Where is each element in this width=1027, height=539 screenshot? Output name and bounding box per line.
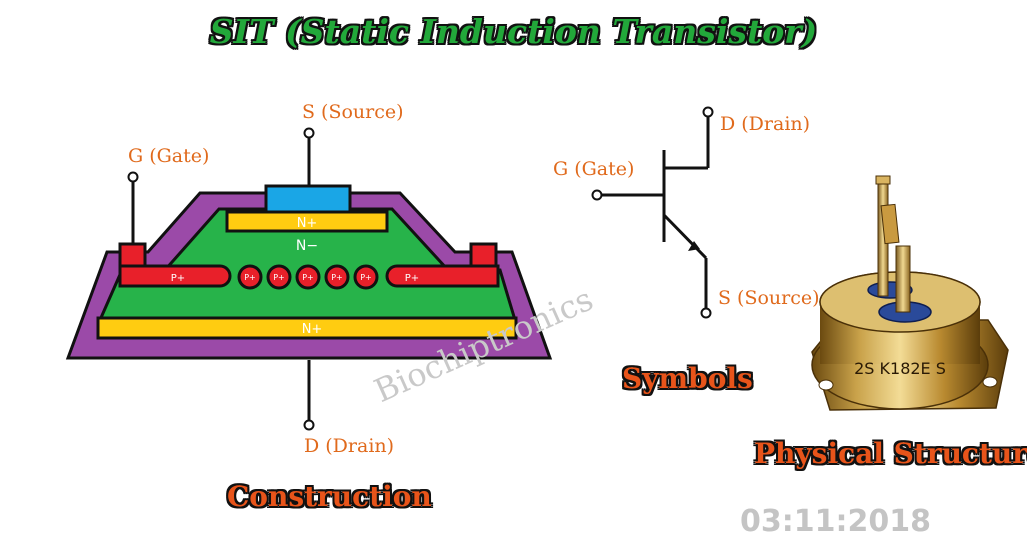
- symbol-gate-terminal: [591, 189, 603, 201]
- n-plus-drain-layer: [96, 316, 518, 340]
- symbol-gate-label: G (Gate): [553, 158, 635, 180]
- lead-pin: [895, 245, 911, 313]
- part-marking: 2S K182E S: [854, 359, 946, 378]
- symbol-source-line: [662, 213, 708, 260]
- p-plus-left-label: P+: [171, 273, 185, 284]
- symbols-caption: Symbols: [622, 362, 753, 395]
- date-stamp: 03:11:2018: [740, 504, 931, 539]
- p-plus-island-label: P+: [302, 273, 314, 282]
- p-plus-island: [353, 264, 379, 290]
- p-plus-island-label: P+: [244, 273, 256, 282]
- symbol-arrow: [688, 241, 700, 251]
- symbol-drain-label: D (Drain): [720, 113, 811, 135]
- construction-gate-label: G (Gate): [128, 145, 210, 167]
- p-plus-island: [237, 264, 263, 290]
- p-plus-island-label: P+: [331, 273, 343, 282]
- p-plus-island: [324, 264, 350, 290]
- physical-structure-caption: Physical Structure: [754, 437, 1027, 470]
- construction-drain-label: D (Drain): [304, 435, 395, 457]
- construction-caption: Construction: [227, 480, 432, 513]
- n-plus-top-label: N+: [297, 216, 318, 231]
- n-plus-bottom-label: N+: [302, 322, 323, 337]
- source-contact: [264, 184, 352, 214]
- page-title: SIT (Static Induction Transistor): [209, 12, 818, 51]
- symbol-drain-terminal: [702, 106, 714, 118]
- symbol-source-terminal: [700, 307, 712, 319]
- gate-terminal: [127, 171, 139, 183]
- p-plus-gate-left: [118, 264, 232, 288]
- p-plus-island-label: P+: [273, 273, 285, 282]
- p-plus-island-label: P+: [360, 273, 372, 282]
- construction-source-label: S (Source): [302, 101, 404, 123]
- source-terminal: [303, 127, 315, 139]
- p-plus-gate-right: [385, 264, 500, 288]
- drain-terminal: [303, 419, 315, 431]
- p-plus-right-label: P+: [405, 273, 419, 284]
- n-minus-label: N−: [296, 238, 318, 254]
- symbol-source-label: S (Source): [718, 287, 820, 309]
- p-plus-island: [266, 264, 292, 290]
- p-plus-island: [295, 264, 321, 290]
